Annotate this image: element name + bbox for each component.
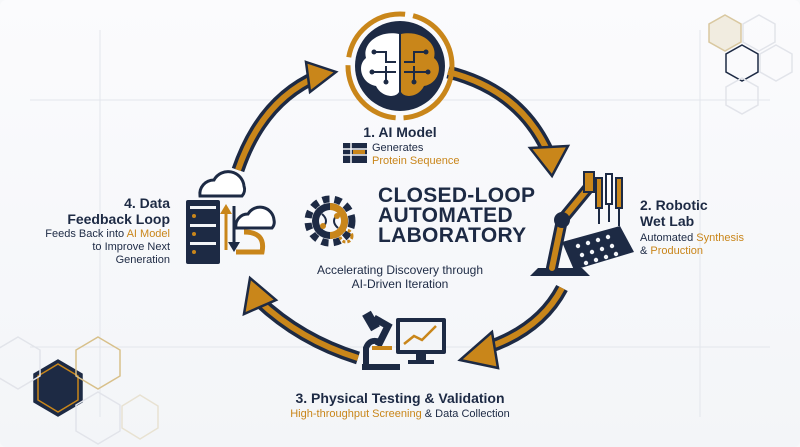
step-2-desc-highlight-2: Production: [650, 245, 703, 257]
step-2-desc-highlight: Synthesis: [696, 232, 744, 244]
title-line-1: CLOSED-LOOP: [378, 184, 536, 207]
step-3-desc-highlight: High-throughput Screening: [290, 408, 422, 420]
title-line-2: AUTOMATED: [378, 204, 513, 227]
arrow-ai-to-lab: [446, 65, 571, 179]
diagram-subtitle: Accelerating Discovery through AI-Driven…: [300, 263, 500, 291]
hexagon-decoration-bottom-left: [0, 336, 159, 445]
server-cloud-sync-icon: [186, 170, 276, 264]
step-4-description: Feeds Back into AI Model to Improve Next…: [30, 228, 170, 267]
step-1-heading: 1. AI Model: [363, 124, 437, 140]
robotic-arm-pipette-icon: [530, 171, 634, 276]
step-4-desc-highlight: AI Model: [126, 228, 170, 240]
step-2-description: Automated Synthesis & Production: [640, 232, 790, 258]
step-4-desc-line-3: Generation: [115, 254, 170, 266]
step-1-desc-line-1: Generates: [372, 142, 424, 154]
cycle-arrows: [231, 60, 571, 370]
step-4-desc-line-2: to Improve Next: [92, 241, 170, 253]
step-2-desc-text-2: &: [640, 245, 651, 257]
step-2-heading-line-1: 2. Robotic: [640, 197, 708, 213]
step-2-heading-line-2: Wet Lab: [640, 213, 695, 229]
step-2-heading: 2. Robotic Wet Lab: [640, 197, 750, 229]
step-3-description: High-throughput Screening & Data Collect…: [240, 408, 560, 420]
arrow-feedback-to-ai: [231, 60, 339, 173]
sequence-table-icon: [343, 143, 367, 163]
title-line-3: LABORATORY: [378, 224, 527, 247]
diagram-title: CLOSED-LOOP AUTOMATED LABORATORY: [378, 184, 548, 247]
step-3-desc-text: & Data Collection: [421, 408, 510, 420]
step-1-desc-line-2: Protein Sequence: [372, 155, 460, 167]
hexagon-decoration-top-right: [708, 14, 793, 115]
step-4-heading-line-2: Feedback Loop: [67, 211, 170, 227]
arrow-lab-to-testing: [457, 284, 568, 370]
brain-circuit-icon: [345, 11, 455, 121]
step-4-heading: 4. Data Feedback Loop: [60, 195, 170, 227]
step-4-desc-text: Feeds Back into: [45, 228, 127, 240]
step-2-desc-text: Automated: [640, 232, 697, 244]
subtitle-line-1: Accelerating Discovery through: [316, 263, 484, 277]
subtitle-line-2: AI-Driven Iteration: [351, 277, 449, 291]
microscope-monitor-icon: [362, 310, 446, 370]
arrow-testing-to-feedback: [242, 275, 360, 365]
step-3-heading: 3. Physical Testing & Validation: [295, 390, 505, 406]
gear-dna-icon: [304, 195, 356, 247]
step-4-heading-line-1: 4. Data: [124, 195, 170, 211]
step-1-description: Generates Protein Sequence: [372, 142, 512, 168]
